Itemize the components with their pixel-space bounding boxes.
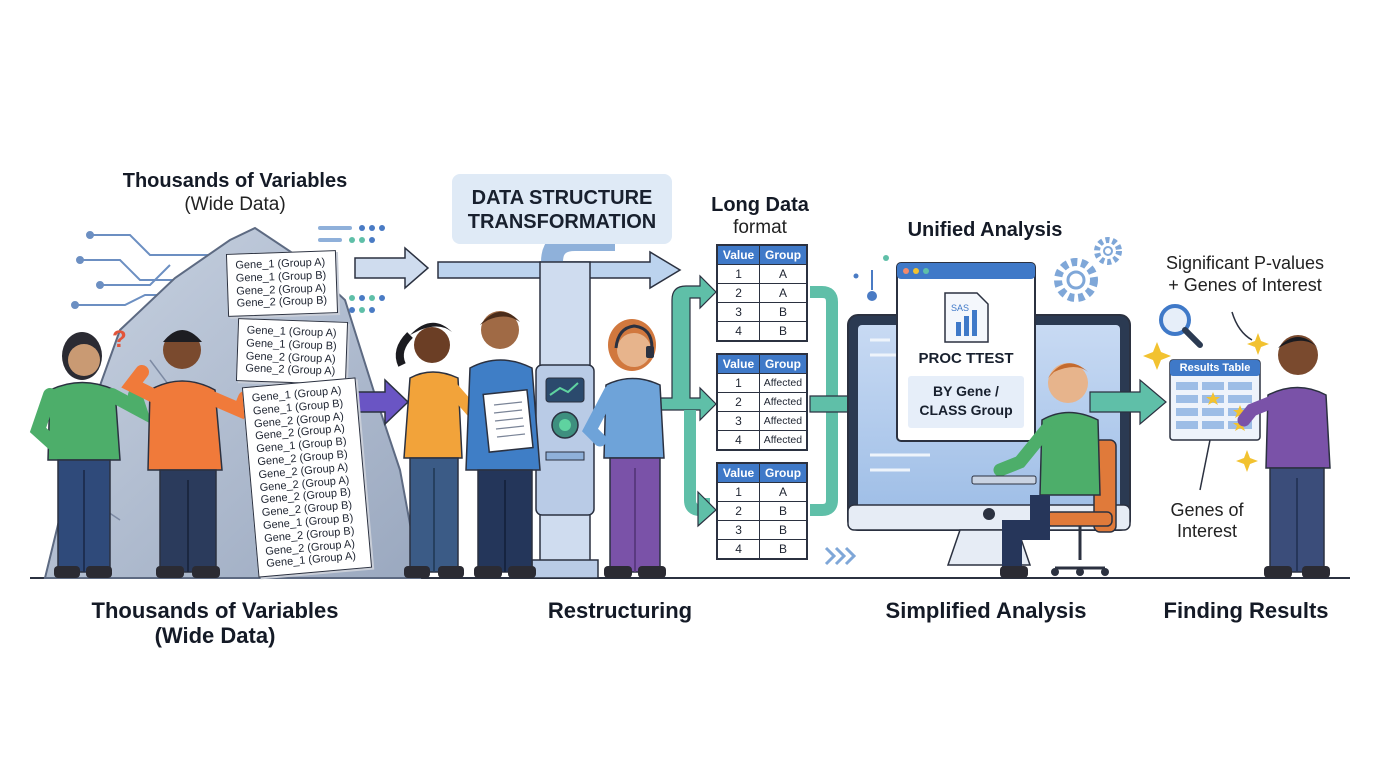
circuit-lines-icon	[71, 231, 215, 309]
cell-value: 4	[716, 321, 761, 342]
presenter-figure	[1237, 335, 1331, 578]
wide-data-title: Thousands of Variables	[122, 170, 348, 192]
cell-value: 1	[716, 373, 760, 393]
cell-group: B	[759, 520, 808, 540]
transformation-machine	[531, 229, 615, 579]
sheet-row: Gene_2 (Group A)	[245, 362, 336, 378]
wide-data-sheet-3: Gene_1 (Group A) Gene_1 (Group B) Gene_2…	[241, 377, 373, 578]
header-value: Value	[716, 353, 760, 374]
analysis-window	[896, 262, 1036, 442]
stage-label-finding-results: Finding Results	[1163, 598, 1329, 623]
seated-analyst-figure	[971, 363, 1117, 578]
header-group: Group	[758, 353, 808, 374]
magnifier-icon	[1159, 304, 1203, 348]
sas-badge: SAS	[950, 303, 969, 313]
significant-pvalues-line-2: + Genes of Interest	[1168, 275, 1322, 295]
cell-group: B	[759, 501, 808, 521]
banner-line-2: TRANSFORMATION	[467, 211, 657, 233]
confused-woman-figure	[29, 332, 153, 578]
by-gene-line-2: CLASS Group	[919, 402, 1013, 418]
transformation-banner: DATA STRUCTURE TRANSFORMATION	[452, 174, 672, 244]
gear-icon	[1054, 237, 1122, 302]
header-group: Group	[759, 244, 808, 265]
long-data-subtitle: format	[733, 217, 787, 238]
flow-arrow-purple	[354, 378, 410, 426]
cell-value: 2	[716, 501, 761, 521]
banner-line-1: DATA STRUCTURE	[471, 187, 653, 209]
wide-data-subtitle: (Wide Data)	[184, 194, 286, 215]
cell-value: 2	[716, 392, 760, 412]
stage-label-simplified-analysis: Simplified Analysis	[885, 598, 1087, 623]
man-with-paper-figure	[465, 311, 541, 578]
split-arrows	[659, 274, 717, 528]
cell-value: 3	[716, 520, 761, 540]
cell-group: B	[759, 302, 808, 322]
flow-arrow-top	[354, 246, 682, 290]
cell-group: Affected	[758, 411, 808, 431]
cell-value: 3	[716, 302, 761, 322]
cell-value: 1	[716, 482, 761, 502]
stage-label-wide-data: Thousands of Variables (Wide Data)	[70, 598, 360, 649]
sparkle-icon	[1143, 333, 1269, 472]
flow-arrow-results	[1089, 378, 1167, 426]
stage-label-line: (Wide Data)	[154, 623, 276, 649]
header-value: Value	[716, 244, 761, 265]
significant-pvalues-line-1: Significant P-values	[1165, 253, 1325, 273]
wide-data-sheet-2: Gene_1 (Group A) Gene_1 (Group B) Gene_2…	[235, 318, 349, 386]
question-mark: ?	[112, 326, 127, 353]
cell-group: A	[759, 482, 808, 502]
cell-group: A	[759, 264, 808, 284]
header-value: Value	[716, 462, 761, 483]
cell-group: B	[759, 539, 808, 560]
cell-value: 3	[716, 411, 760, 431]
cell-group: Affected	[758, 373, 808, 393]
cell-value: 1	[716, 264, 761, 284]
cell-value: 4	[716, 430, 760, 451]
stage-label-restructuring: Restructuring	[547, 598, 693, 623]
wide-data-sheet-1: Gene_1 (Group A) Gene_1 (Group B) Gene_2…	[225, 250, 339, 318]
cell-group: B	[759, 321, 808, 342]
cell-value: 4	[716, 539, 761, 560]
by-gene-line-1: BY Gene /	[933, 383, 999, 399]
cell-group: A	[759, 283, 808, 303]
cell-value: 2	[716, 283, 761, 303]
results-table-title: Results Table	[1179, 362, 1251, 374]
cell-group: Affected	[758, 430, 808, 451]
sparkle-dots-icon	[853, 255, 889, 301]
sheet-row: Gene_2 (Group B)	[236, 294, 328, 310]
stage-label-line: Thousands of Variables	[91, 598, 339, 623]
long-data-title: Long Data	[711, 194, 809, 216]
genes-of-interest-line-1: Genes of	[1170, 500, 1244, 520]
cell-group: Affected	[758, 392, 808, 412]
woman-with-document-figure	[395, 322, 502, 578]
data-dots-icon	[318, 225, 385, 313]
proc-ttest-label: PROC TTEST	[918, 350, 1014, 367]
genes-of-interest-line-2: Interest	[1176, 521, 1238, 541]
operator-woman-figure	[582, 319, 666, 578]
unified-analysis-title: Unified Analysis	[907, 219, 1063, 241]
pointing-man-figure	[121, 330, 252, 578]
header-group: Group	[759, 462, 808, 483]
